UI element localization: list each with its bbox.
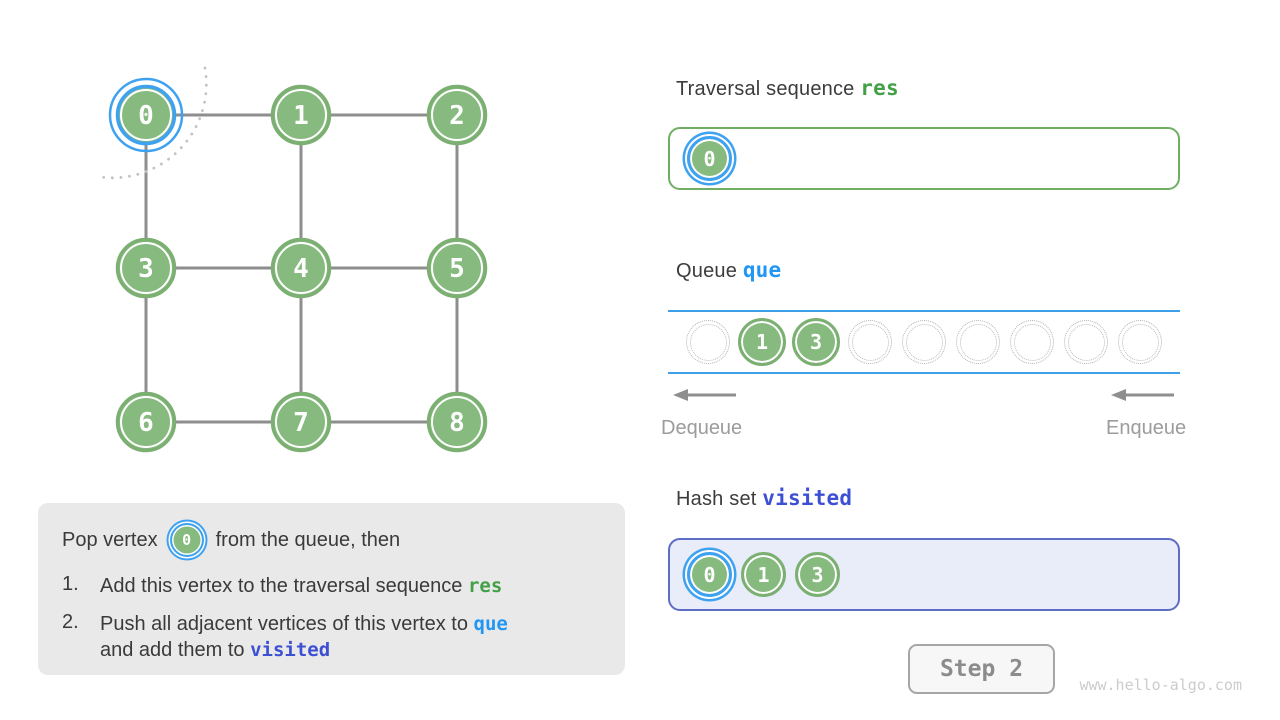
svg-text:0: 0 [138, 101, 154, 131]
que-code-token: que [742, 258, 782, 282]
queue-section-title: Queue que [676, 258, 781, 283]
empty-slot-ring [686, 320, 730, 364]
graph-vertex-7: 7 [270, 391, 332, 453]
svg-text:6: 6 [138, 408, 154, 438]
popped-vertex-chip: 0 [169, 523, 204, 557]
intro-suffix: from the queue, then [215, 528, 401, 551]
traversal-item-0: 0 [687, 136, 732, 181]
visited-item-0: 0 [687, 552, 732, 597]
queue-item-1: 1 [738, 318, 786, 366]
svg-text:8: 8 [449, 408, 465, 438]
visited-section-title: Hash set visited [676, 486, 852, 511]
explanation-intro: Pop vertex 0 from the queue, then [62, 520, 601, 560]
list-text: Add this vertex to the traversal sequenc… [100, 575, 503, 597]
svg-text:7: 7 [293, 408, 309, 438]
list-text: Push all adjacent vertices of this verte… [100, 612, 508, 662]
graph-vertex-0: 0 [108, 77, 184, 153]
watermark: www.hello-algo.com [1079, 676, 1242, 694]
explanation-item: 1. Add this vertex to the traversal seque… [62, 573, 601, 600]
svg-text:3: 3 [138, 254, 154, 284]
list-number: 1. [62, 573, 79, 595]
graph-vertex-2: 2 [426, 84, 488, 146]
explanation-list: 1. Add this vertex to the traversal seque… [62, 573, 601, 664]
dequeue-label: Dequeue [661, 417, 743, 439]
queue-slot-empty [846, 318, 894, 366]
queue-slot-empty [1116, 318, 1164, 366]
queue-item-3: 3 [792, 318, 840, 366]
explanation-box: Pop vertex 0 from the queue, then 1. Add … [38, 503, 625, 675]
graph-vertex-3: 3 [115, 237, 177, 299]
queue-slot-empty [684, 318, 732, 366]
empty-slot-ring [1118, 320, 1162, 364]
graph-vertex-5: 5 [426, 237, 488, 299]
traversal-section-title: Traversal sequence res [676, 76, 899, 101]
visited-item-3: 3 [795, 552, 840, 597]
graph-vertex-8: 8 [426, 391, 488, 453]
svg-text:1: 1 [293, 101, 309, 131]
queue-slot-empty [1062, 318, 1110, 366]
svg-text:4: 4 [293, 254, 309, 284]
res-code-token: res [860, 76, 899, 100]
queue-slot-empty [1008, 318, 1056, 366]
graph-canvas: 0 1 2 3 4 5 6 7 8 [98, 66, 488, 453]
queue-title-text: Queue [676, 260, 738, 282]
graph-vertex-1: 1 [270, 84, 332, 146]
empty-slot-ring [1064, 320, 1108, 364]
intro-prefix: Pop vertex [62, 528, 158, 551]
queue-slot-empty [900, 318, 948, 366]
empty-slot-ring [848, 320, 892, 364]
visited-code-token: visited [762, 486, 853, 510]
enqueue-label: Enqueue [1106, 417, 1187, 439]
dequeue-arrow-icon [673, 389, 736, 401]
visited-title-text: Hash set [676, 488, 757, 510]
empty-slot-ring [1010, 320, 1054, 364]
empty-slot-ring [902, 320, 946, 364]
traversal-sequence-box: 0 [668, 127, 1180, 190]
enqueue-arrow-icon [1111, 389, 1174, 401]
svg-text:2: 2 [449, 101, 465, 131]
list-number: 2. [62, 610, 79, 633]
queue-slot-empty [954, 318, 1002, 366]
visited-item-1: 1 [741, 552, 786, 597]
traversal-title-text: Traversal sequence [676, 78, 855, 100]
svg-text:5: 5 [449, 254, 465, 284]
step-button[interactable]: Step 2 [908, 644, 1055, 694]
graph-vertex-4: 4 [270, 237, 332, 299]
explanation-item: 2. Push all adjacent vertices of this ver… [62, 611, 601, 664]
graph-vertex-6: 6 [115, 391, 177, 453]
empty-slot-ring [956, 320, 1000, 364]
